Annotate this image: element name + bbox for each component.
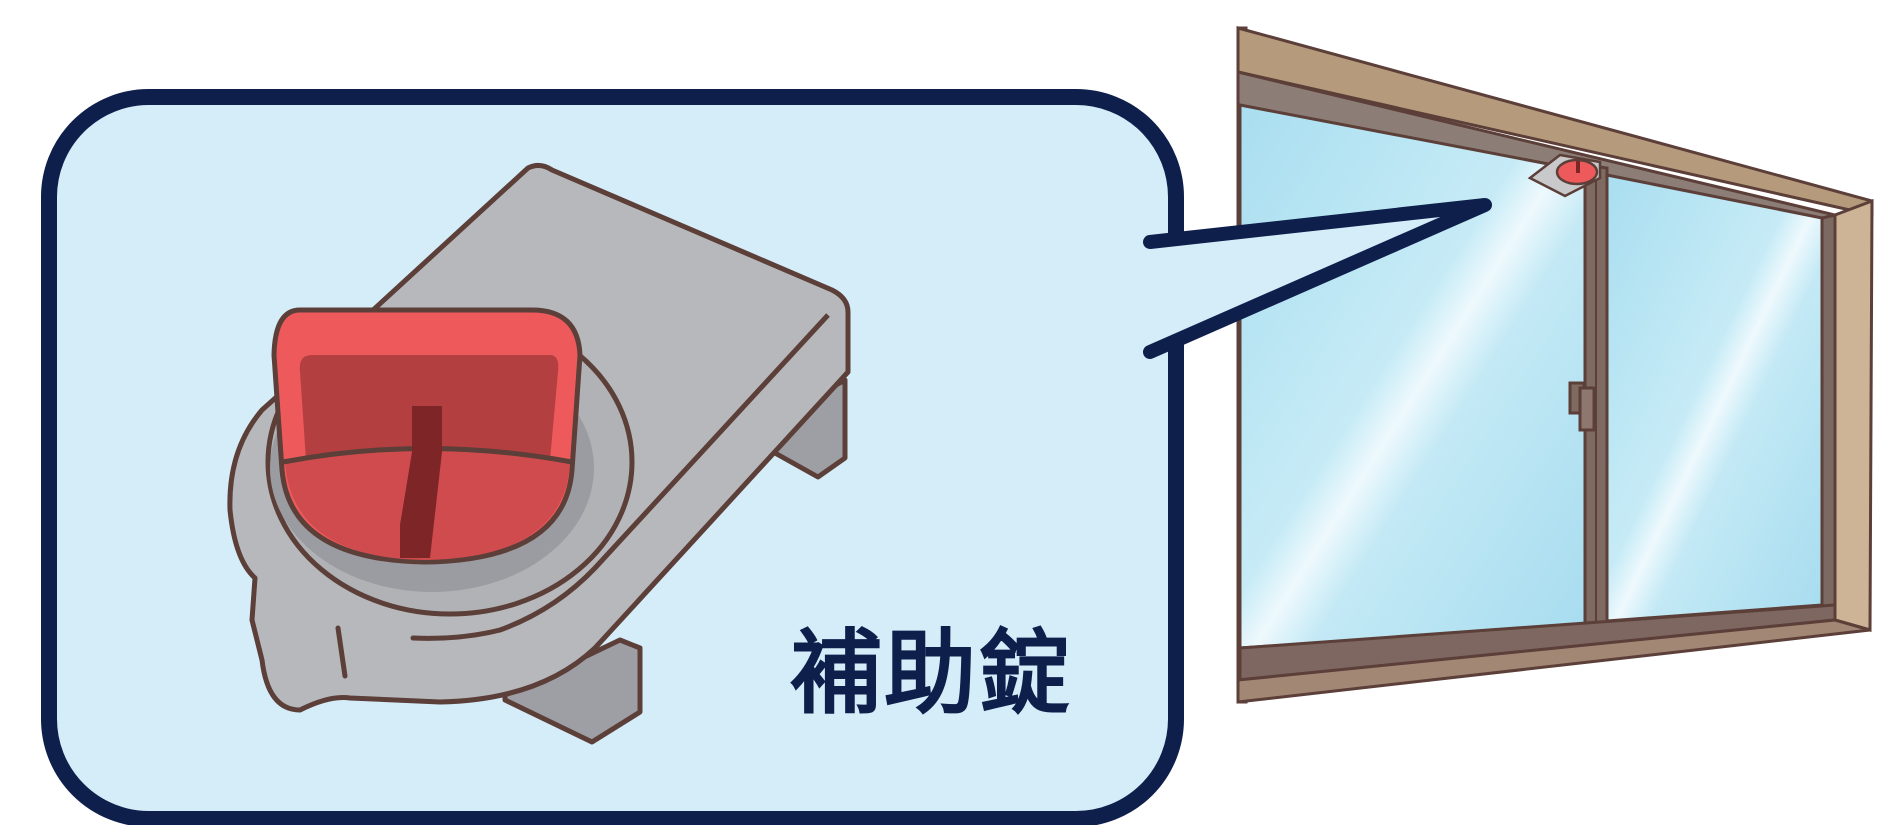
window-lock-icon: [1527, 153, 1602, 198]
callout-tail: [1143, 198, 1492, 359]
auxiliary-lock-icon: [227, 162, 851, 745]
callout-label: 補助錠: [790, 620, 1073, 727]
